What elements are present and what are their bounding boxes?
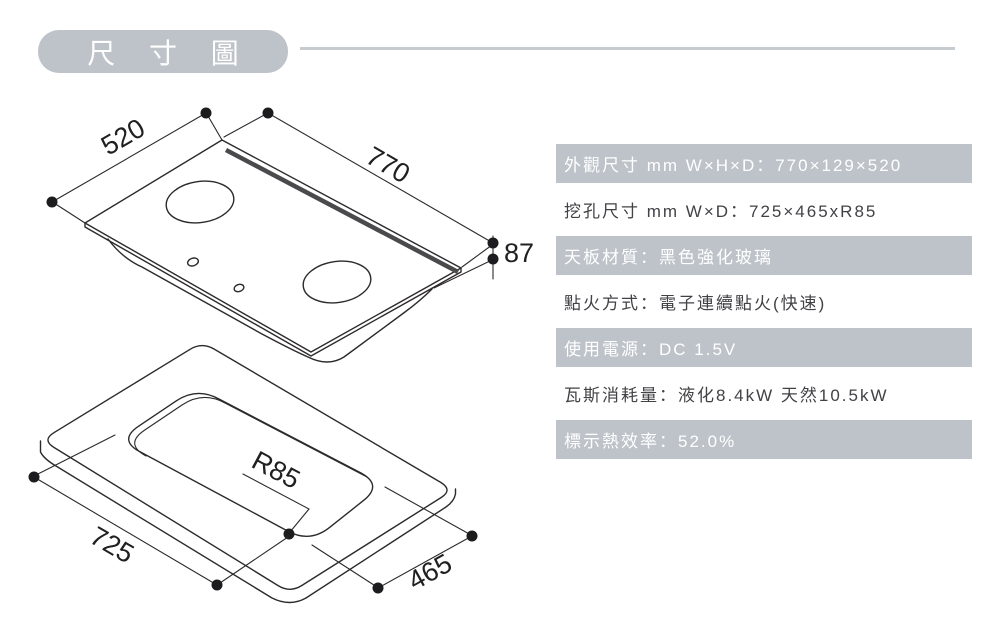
countertop-thickness-edge — [39, 440, 457, 604]
igniter-oval-2 — [233, 283, 245, 293]
spec-row-outer-dimensions: 外觀尺寸 mm W×H×D：770×129×520 — [556, 144, 972, 183]
spec-row-text: 瓦斯消耗量：液化8.4kW 天然10.5kW — [564, 386, 889, 405]
spec-row-text: 標示熱效率：52.0% — [564, 432, 737, 451]
spec-row-power-source: 使用電源：DC 1.5V — [556, 328, 972, 367]
spec-row-panel-material: 天板材質：黑色強化玻璃 — [556, 236, 972, 275]
spec-row-text: 點火方式：電子連續點火(快速) — [564, 294, 827, 313]
dimension-drawing: 520 770 87 R85 — [28, 107, 534, 604]
igniter-oval-1 — [186, 257, 200, 267]
section-title-label: 尺 寸 圖 — [87, 37, 252, 69]
spec-row-thermal-efficiency: 標示熱效率：52.0% — [556, 420, 972, 459]
dimension-label-770: 770 — [361, 141, 415, 190]
dimension-label-520: 520 — [96, 113, 150, 162]
section-title-badge: 尺 寸 圖 — [38, 30, 288, 73]
dimension-label-465: 465 — [403, 548, 457, 596]
glass-thickness-edge — [84, 222, 462, 357]
spec-row-text: 外觀尺寸 mm W×H×D：770×129×520 — [564, 156, 903, 175]
dimension-label-87: 87 — [504, 238, 534, 268]
countertop-outline — [47, 344, 448, 590]
spec-row-gas-consumption: 瓦斯消耗量：液化8.4kW 天然10.5kW — [556, 374, 972, 413]
dimension-87: 87 — [433, 235, 534, 289]
header-divider-line — [300, 47, 955, 50]
burner-circle-right — [302, 260, 372, 304]
spec-row-text: 挖孔尺寸 mm W×D：725×465xR85 — [564, 202, 878, 221]
dimension-label-r85: R85 — [247, 445, 305, 495]
spec-table: 外觀尺寸 mm W×H×D：770×129×520 挖孔尺寸 mm W×D：72… — [556, 144, 972, 466]
spec-row-ignition-type: 點火方式：電子連續點火(快速) — [556, 282, 972, 321]
cutout-depth-line — [134, 396, 368, 478]
spec-row-text: 天板材質：黑色強化玻璃 — [564, 248, 773, 267]
dimension-520: 520 — [46, 107, 223, 224]
cooktop-top-view — [84, 139, 462, 363]
dimension-465: 465 — [311, 486, 478, 596]
burner-box-outline — [107, 238, 433, 363]
spec-row-cutout-dimensions: 挖孔尺寸 mm W×D：725×465xR85 — [556, 190, 972, 229]
back-strip — [224, 148, 460, 274]
spec-row-text: 使用電源：DC 1.5V — [564, 340, 738, 359]
dimension-770: 770 — [223, 107, 494, 268]
burner-circle-left — [165, 180, 235, 224]
dimension-label-725: 725 — [85, 521, 139, 570]
glass-top-outline — [84, 139, 462, 353]
